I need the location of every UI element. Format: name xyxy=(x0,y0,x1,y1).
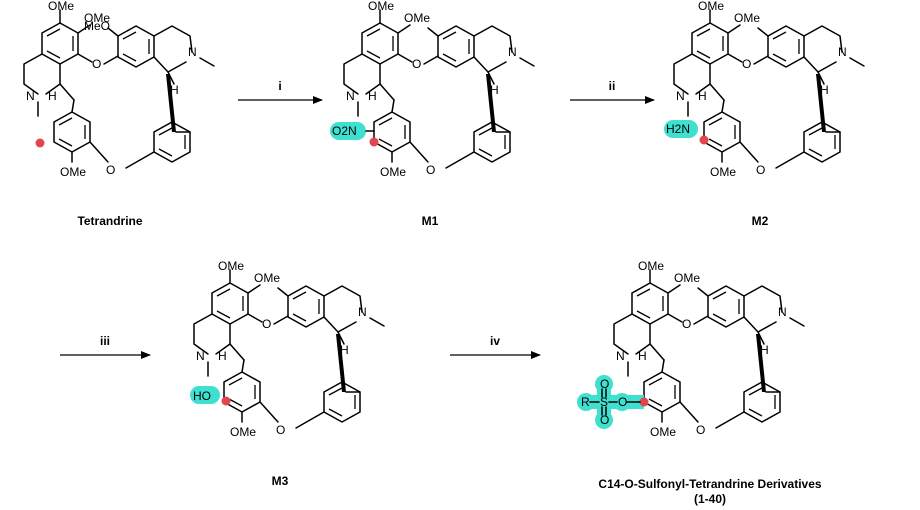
ome-label: OMe xyxy=(380,165,406,179)
ome-label: OMe xyxy=(404,11,430,25)
molecule-m1: OMe OMe N H O N H O OMe O2N M1 xyxy=(330,0,535,228)
substitution-marker xyxy=(639,397,649,407)
arrow-label: i xyxy=(278,79,281,93)
sulfur-label: S xyxy=(600,395,608,409)
h-label: H xyxy=(368,89,377,103)
substitution-marker xyxy=(699,135,709,145)
ome-label: OMe xyxy=(60,165,86,179)
substitution-marker xyxy=(35,138,45,148)
o-label: O xyxy=(92,57,101,71)
amine-highlight xyxy=(664,120,698,138)
ome-label: OMe xyxy=(84,11,110,25)
h-label: H xyxy=(340,343,349,357)
ome-label: OMe xyxy=(638,259,664,273)
h-label: H xyxy=(218,349,227,363)
r-group-label: R xyxy=(581,395,590,409)
substitution-marker xyxy=(369,137,379,147)
molecule-m3: OMe OMe N H O N H O OMe HO M3 xyxy=(190,259,385,488)
n-label: N xyxy=(346,89,355,103)
molecule-label: Tetrandrine xyxy=(77,214,142,228)
molecule-label: M2 xyxy=(752,214,769,228)
ome-label: OMe xyxy=(734,11,760,25)
h-label: H xyxy=(698,89,707,103)
ome-label: OMe xyxy=(368,0,394,13)
arrow-label: ii xyxy=(609,79,616,93)
arrow-label: iii xyxy=(100,334,110,348)
molecule-label: M3 xyxy=(272,474,289,488)
n-label: N xyxy=(508,45,517,59)
molecule-label: M1 xyxy=(422,214,439,228)
reaction-arrow-iv: iv xyxy=(450,334,541,359)
h-label: H xyxy=(48,89,57,103)
o-label: O xyxy=(262,317,271,331)
h-label: H xyxy=(490,83,499,97)
ome-label: OMe xyxy=(698,0,724,13)
reaction-arrow-i: i xyxy=(238,79,323,104)
ome-label: OMe xyxy=(48,0,74,13)
molecule-m2: OMe OMe N H O N H O OMe H2N M2 xyxy=(664,0,865,228)
reaction-arrow-iii: iii xyxy=(60,334,151,359)
n-label: N xyxy=(358,305,367,319)
ome-label: OMe xyxy=(650,425,676,439)
n-label: N xyxy=(196,349,205,363)
ome-label: OMe xyxy=(218,259,244,273)
o-label: O xyxy=(756,163,765,177)
oxygen-label: O xyxy=(618,395,627,409)
hydroxy-group-label: HO xyxy=(193,389,211,403)
reaction-arrow-ii: ii xyxy=(570,79,655,104)
molecule-label-range: (1-40) xyxy=(694,492,726,506)
n-label: N xyxy=(838,45,847,59)
nitro-highlight xyxy=(330,122,366,140)
oxygen-label: O xyxy=(600,377,609,391)
arrow-label: iv xyxy=(490,334,500,348)
o-label: O xyxy=(742,57,751,71)
h-label: H xyxy=(820,83,829,97)
molecule-label: C14-O-Sulfonyl-Tetrandrine Derivatives xyxy=(598,477,821,491)
hydroxy-highlight xyxy=(190,386,220,404)
substitution-marker xyxy=(221,396,231,406)
ome-label: OMe xyxy=(230,425,256,439)
o-label: O xyxy=(412,57,421,71)
ome-label: OMe xyxy=(710,165,736,179)
h-label: H xyxy=(760,343,769,357)
o-label: O xyxy=(106,163,115,177)
ome-label: OMe xyxy=(254,271,280,285)
amine-group-label: H2N xyxy=(666,122,690,136)
h-label: H xyxy=(638,349,647,363)
ome-label: OMe xyxy=(674,271,700,285)
o-label: O xyxy=(696,423,705,437)
n-label: N xyxy=(188,45,197,59)
o-label: O xyxy=(276,423,285,437)
h-label: H xyxy=(170,83,179,97)
nitro-group-label: O2N xyxy=(332,124,357,138)
meo-label: MeO xyxy=(84,19,110,33)
molecule-sulfonyl-derivative: OMe OMe N H O N H O OMe R S O O O C14-O- xyxy=(577,259,822,506)
n-label: N xyxy=(26,89,35,103)
o-label: O xyxy=(682,317,691,331)
molecule-tetrandrine: OMe OMe N H O MeO N H O OMe Tetrandrine xyxy=(23,0,215,228)
n-label: N xyxy=(616,349,625,363)
n-label: N xyxy=(676,89,685,103)
o-label: O xyxy=(426,163,435,177)
oxygen-label: O xyxy=(600,413,609,427)
n-label: N xyxy=(778,305,787,319)
